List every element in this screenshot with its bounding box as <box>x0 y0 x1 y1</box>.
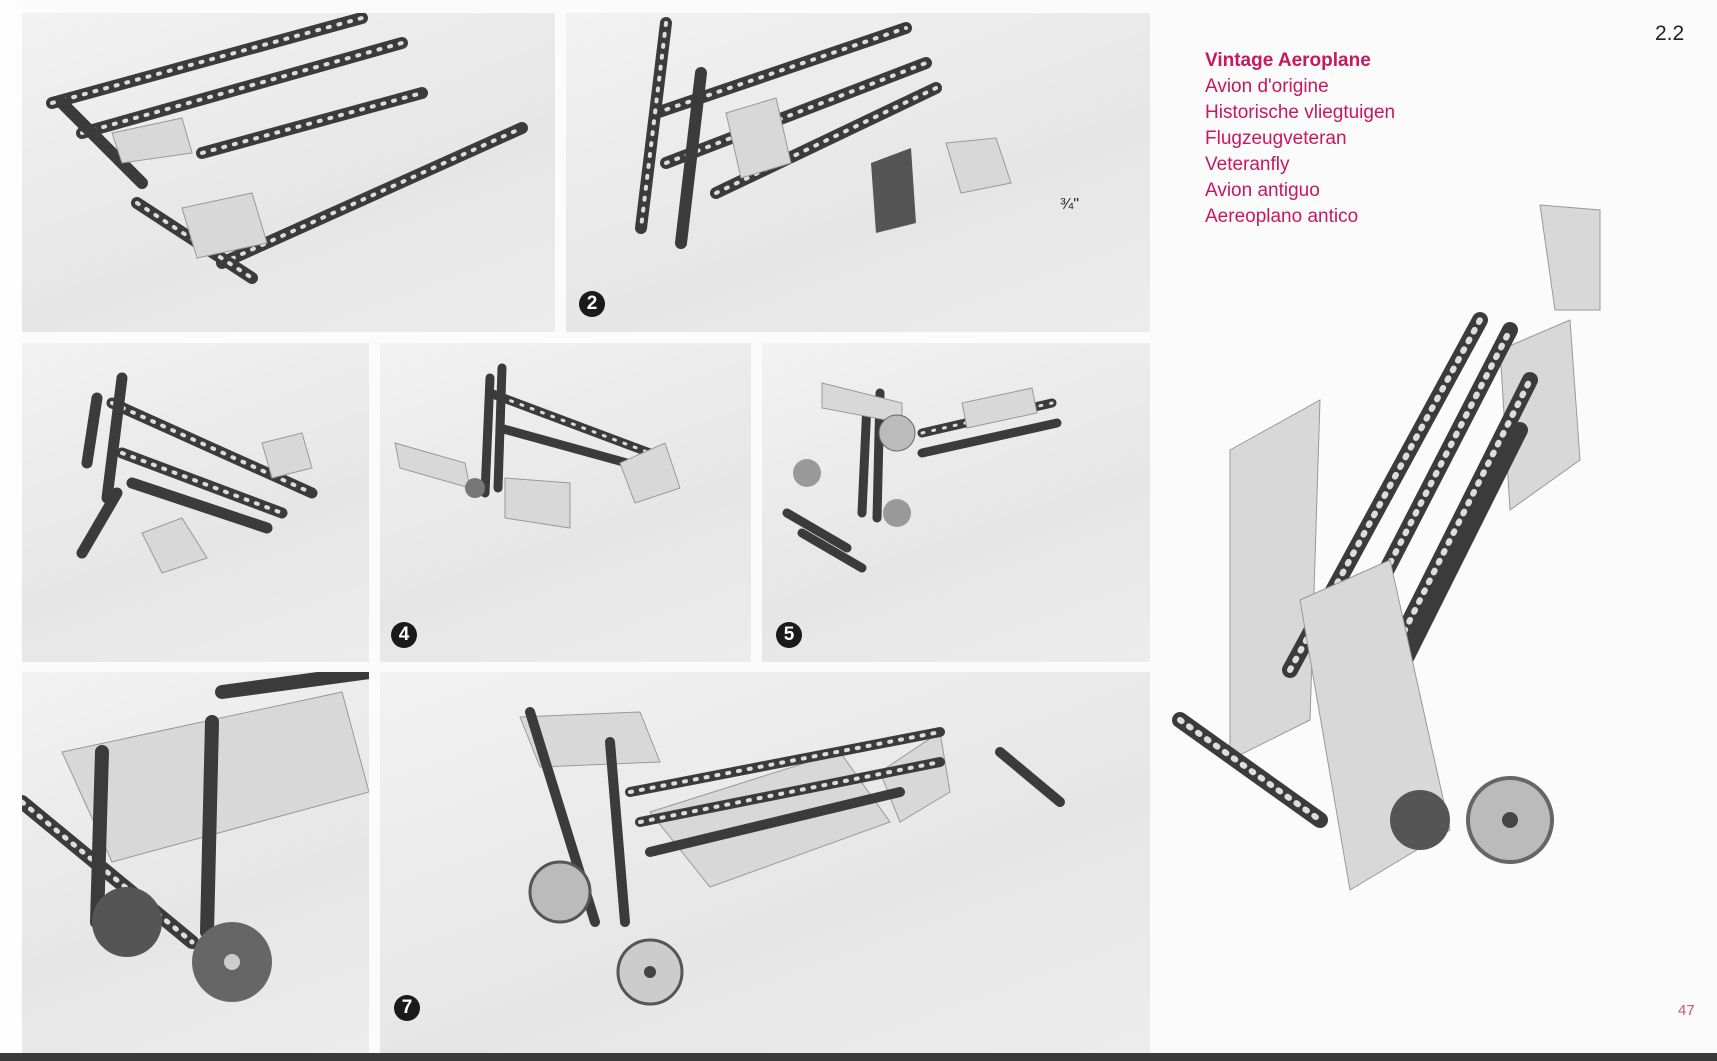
title-translation-da: Veteranfly <box>1205 154 1290 175</box>
finished-model-photo <box>1160 200 1710 960</box>
step-1-photo <box>22 13 555 332</box>
dimension-label: ¾" <box>1060 196 1080 213</box>
step-badge: 2 <box>579 291 605 317</box>
step-badge: 4 <box>391 622 417 648</box>
page-margin <box>0 0 22 1053</box>
section-number: 2.2 <box>1655 22 1685 45</box>
page-number: 47 <box>1678 1002 1695 1019</box>
title-translation-nl: Historische vliegtuigen <box>1205 102 1396 123</box>
step-badge: 5 <box>776 622 802 648</box>
step-3-photo <box>22 343 369 662</box>
step-6-photo <box>22 672 369 1053</box>
title-translation-de: Flugzeugveteran <box>1205 128 1347 149</box>
model-title: Vintage Aeroplane <box>1205 50 1371 71</box>
step-7-photo <box>380 672 1150 1053</box>
step-4-photo <box>380 343 751 662</box>
step-2-photo <box>566 13 1150 332</box>
model-title-block: Vintage Aeroplane Avion d'origine Histor… <box>1205 48 1395 230</box>
step-badge: 7 <box>394 995 420 1021</box>
title-translation-fr: Avion d'origine <box>1205 76 1329 97</box>
scan-edge <box>0 1053 1717 1061</box>
step-5-photo <box>762 343 1150 662</box>
title-translation-es: Avion antiguo <box>1205 180 1320 201</box>
title-translation-it: Aereoplano antico <box>1205 206 1359 227</box>
